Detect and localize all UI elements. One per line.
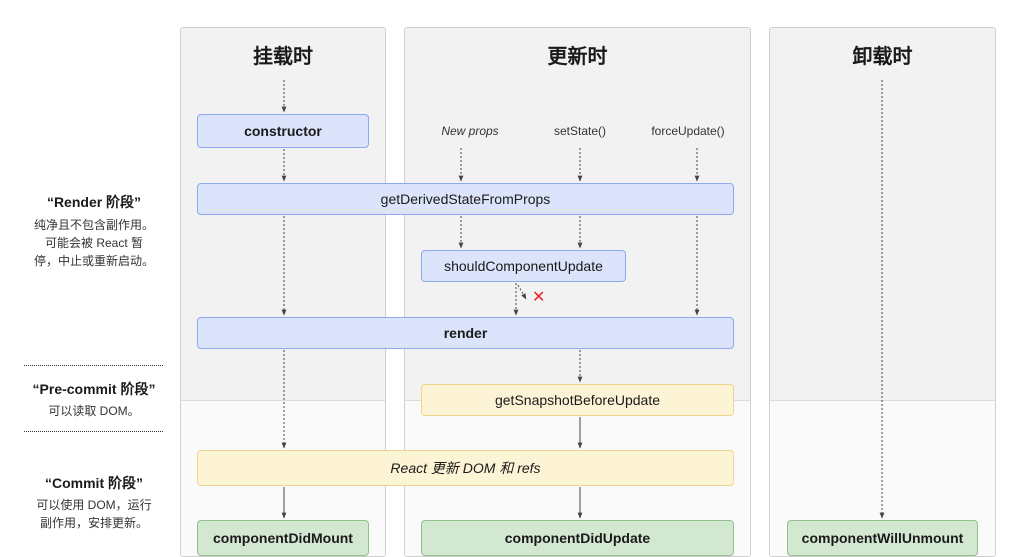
phase-commit-title: “Commit 阶段” (45, 475, 143, 491)
phase-precommit-desc-line-1: 可以读取 DOM。 (48, 404, 140, 418)
node-component-did-update: componentDidUpdate (421, 520, 734, 556)
trigger-set-state: setState() (553, 124, 607, 138)
node-get-snapshot-before-update: getSnapshotBeforeUpdate (421, 384, 734, 416)
phase-render-desc-line-2: 可能会被 React 暂 (44, 236, 144, 250)
phase-render-title: “Render 阶段” (46, 194, 142, 210)
phase-separator-1 (24, 365, 163, 366)
trigger-force-update: forceUpdate() (651, 124, 725, 138)
node-component-will-unmount: componentWillUnmount (787, 520, 978, 556)
phase-separator-2 (24, 431, 163, 432)
node-get-derived-state-from-props: getDerivedStateFromProps (197, 183, 734, 215)
phase-render-desc-line-1: 纯净且不包含副作用。 (33, 218, 154, 232)
updating-title: 更新时 (547, 46, 608, 68)
unmounting-title: 卸载时 (852, 46, 913, 68)
phase-precommit-title: “Pre-commit 阶段” (32, 381, 156, 397)
phase-commit-desc-line-2: 副作用，安排更新。 (39, 516, 148, 530)
node-render: render (197, 317, 734, 349)
phase-commit-desc-line-1: 可以使用 DOM，运行 (36, 498, 152, 512)
phase-render-desc-line-3: 停，中止或重新启动。 (33, 254, 154, 268)
mounting-title: 挂载时 (253, 46, 313, 68)
node-component-did-mount: componentDidMount (197, 520, 369, 556)
node-should-component-update: shouldComponentUpdate (421, 250, 626, 282)
arrow-scu-reject (517, 284, 527, 300)
node-constructor: constructor (197, 114, 369, 148)
reject-mark: ✕ (532, 289, 546, 306)
trigger-new-props: New props (441, 124, 499, 138)
node-react-updates-dom: React 更新 DOM 和 refs (197, 450, 734, 486)
